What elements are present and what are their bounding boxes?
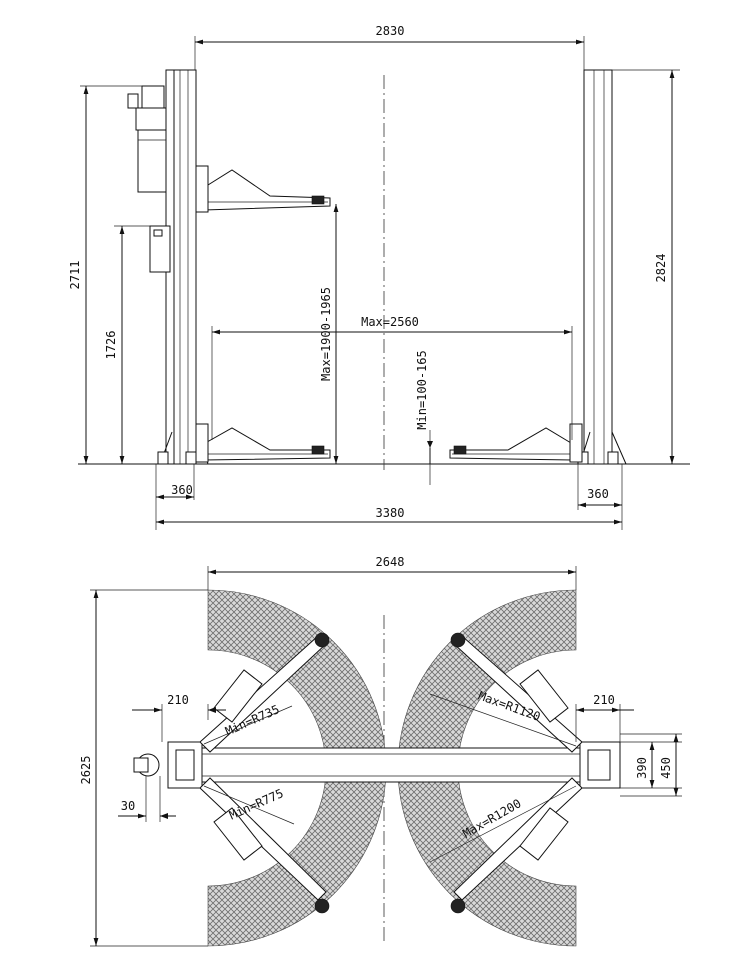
dim-motor-offset: 30 xyxy=(121,799,135,813)
right-swing-area xyxy=(397,589,577,947)
dim-max-lift-height: Max=1900-1965 xyxy=(319,287,333,381)
dim-top-view-height: 2625 xyxy=(79,756,93,785)
dim-top-width: 2830 xyxy=(376,24,405,38)
dim-right-height: 2824 xyxy=(654,254,668,283)
upper-arm-raised xyxy=(195,165,331,213)
dim-left-lower-height: 1726 xyxy=(104,331,118,360)
right-post-top xyxy=(579,741,621,789)
top-view: 2648 2625 210 210 390 450 30 xyxy=(79,555,682,947)
left-post xyxy=(127,69,209,465)
dim-post-depth-2: 450 xyxy=(659,757,673,779)
dim-left-offset: 210 xyxy=(167,693,189,707)
lower-left-arm xyxy=(195,423,331,463)
dim-left-total-height: 2711 xyxy=(68,261,82,290)
motor-unit xyxy=(127,85,167,193)
dim-base-width: 3380 xyxy=(376,506,405,520)
right-post xyxy=(577,69,627,465)
left-arms-top xyxy=(199,632,330,914)
dim-right-offset: 210 xyxy=(593,693,615,707)
dim-top-view-width: 2648 xyxy=(376,555,405,569)
lower-right-arm xyxy=(449,423,583,463)
dim-min-pad-height: Min=100-165 xyxy=(415,350,429,429)
dim-left-foot: 360 xyxy=(171,483,193,497)
dim-max-inner-width: Max=2560 xyxy=(361,315,419,329)
left-post-top xyxy=(133,741,203,789)
dim-post-depth-1: 390 xyxy=(635,757,649,779)
cross-beam xyxy=(201,747,581,783)
control-box xyxy=(149,225,171,273)
front-view: 2830 2711 1726 2824 Max=1900-1965 Max=25… xyxy=(68,24,690,530)
right-arms-top xyxy=(450,632,583,914)
dim-right-foot: 360 xyxy=(587,487,609,501)
left-swing-area xyxy=(207,589,387,947)
